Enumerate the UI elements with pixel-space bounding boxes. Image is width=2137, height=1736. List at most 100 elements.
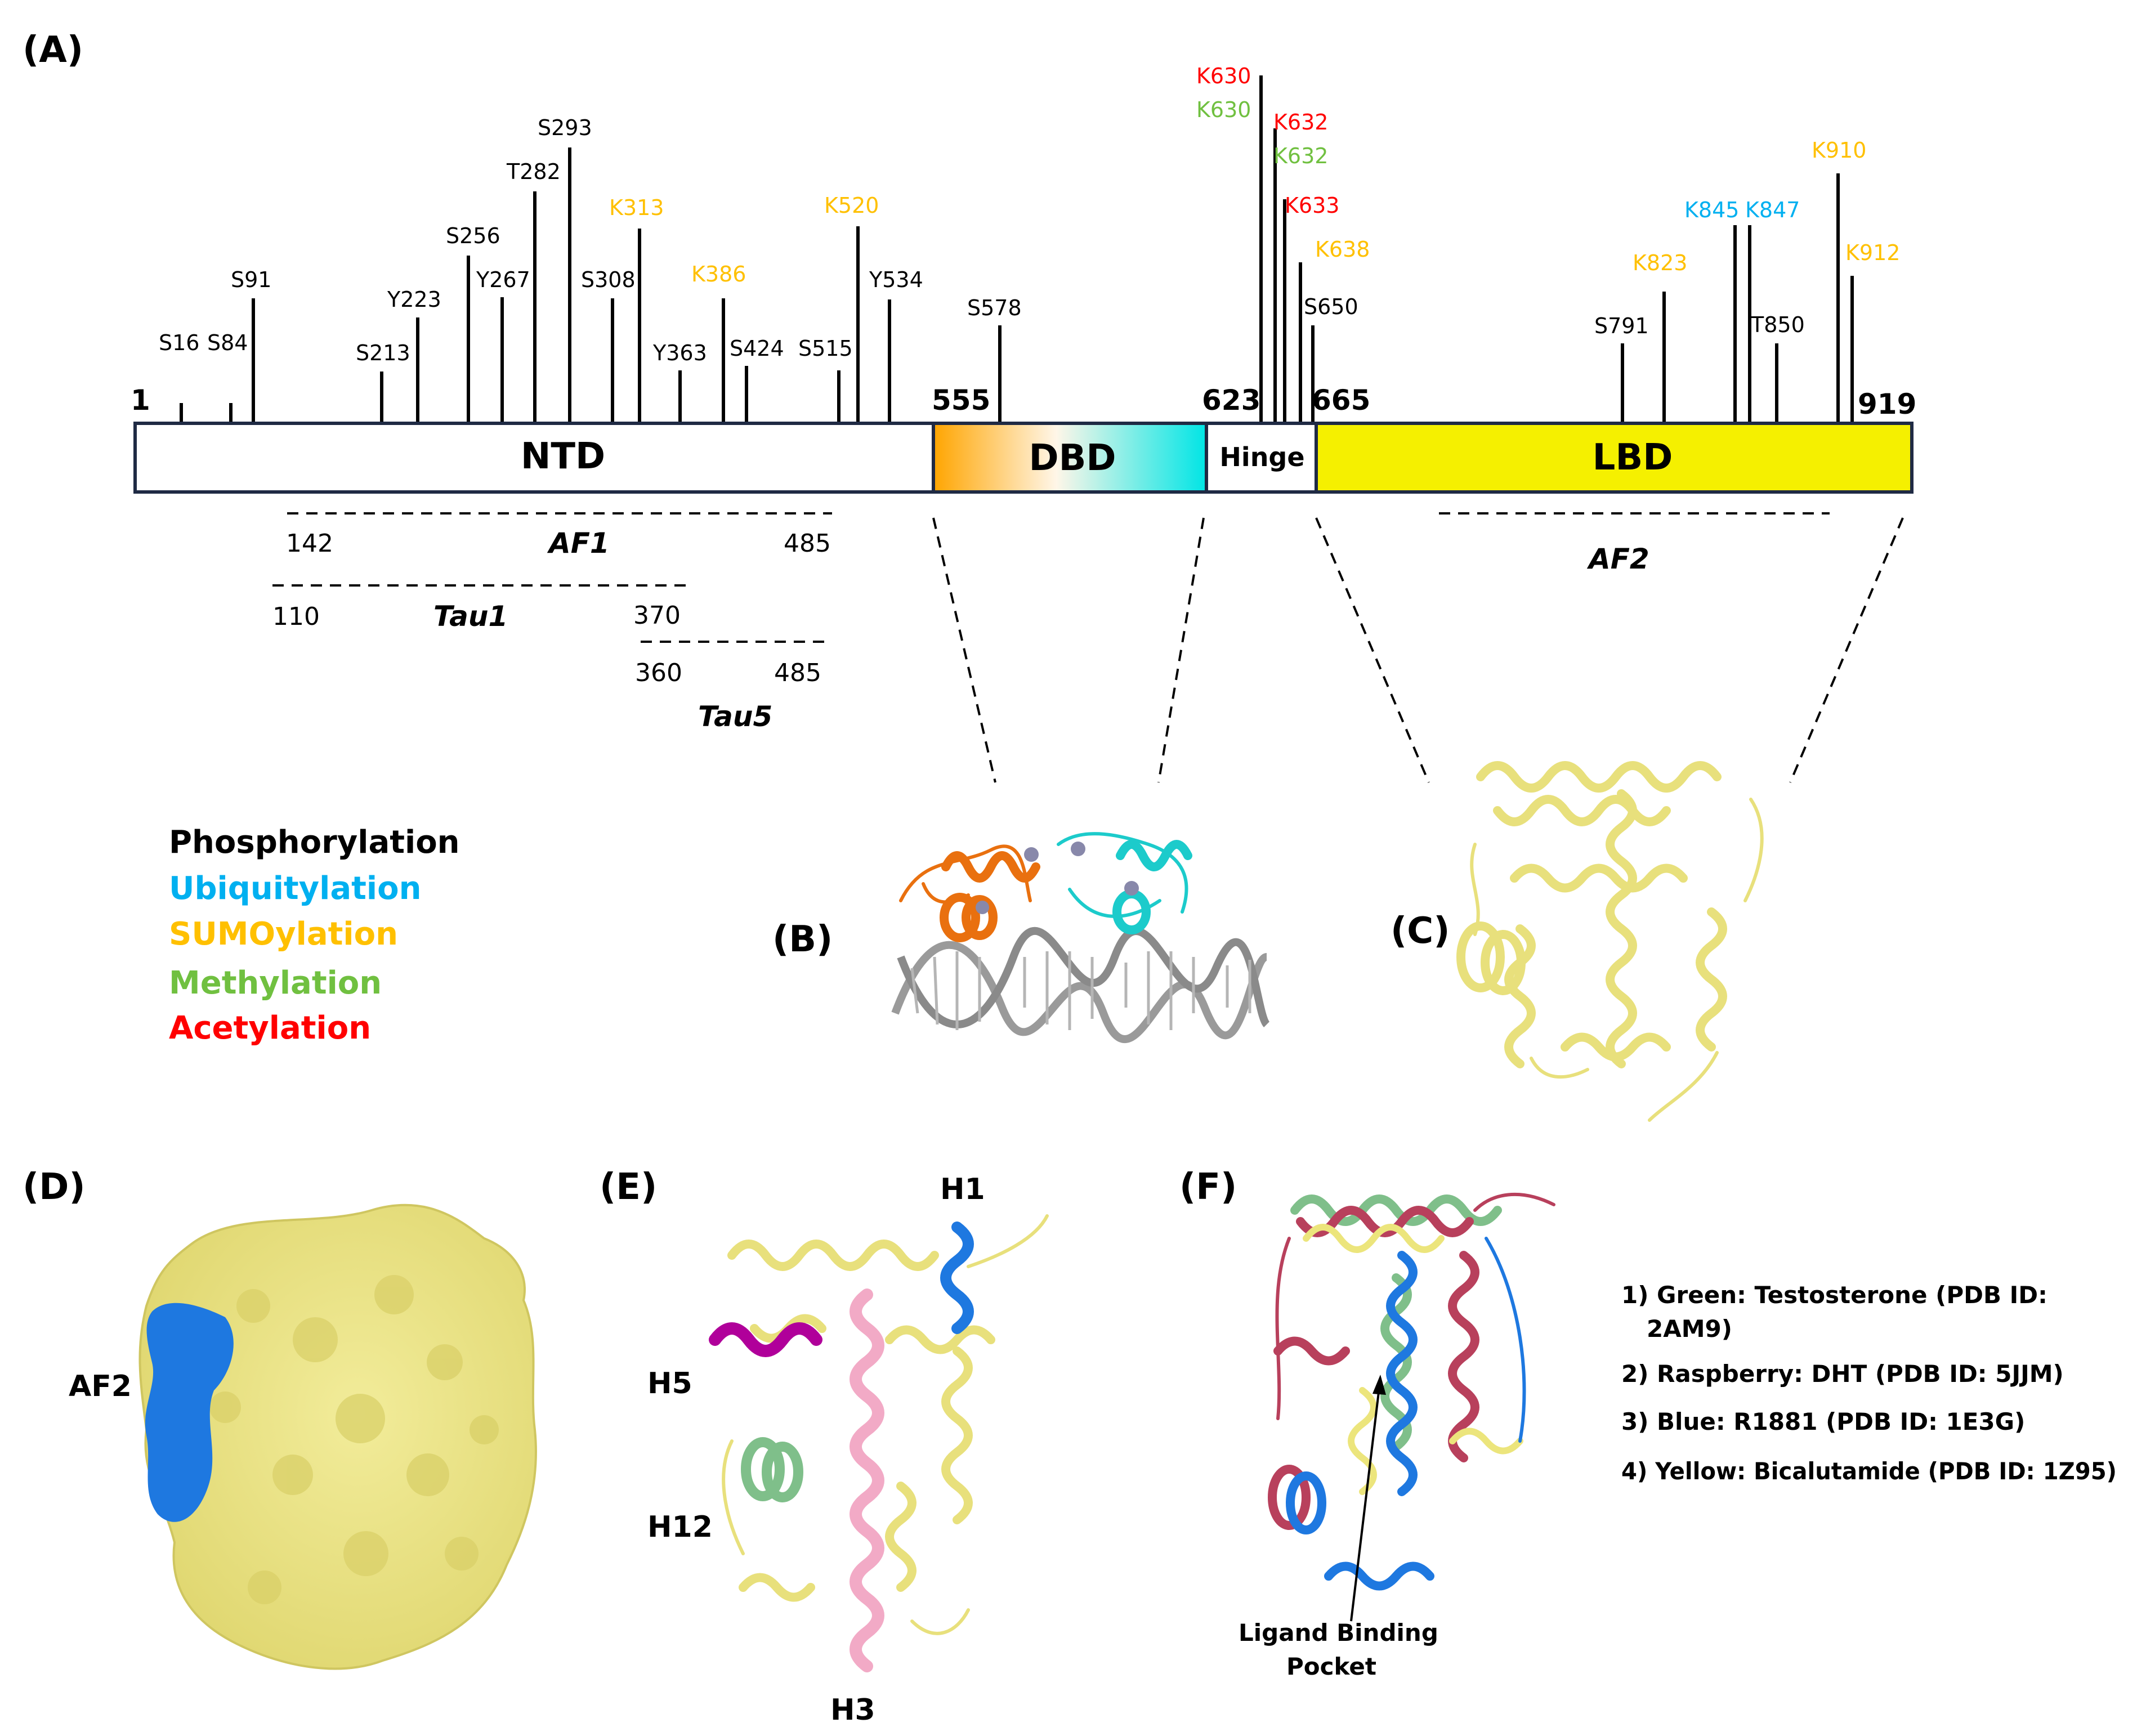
tau1-end: 370 — [633, 601, 681, 630]
site-label-y267-phospho: Y267 — [476, 267, 530, 292]
raspberry-structure — [1268, 1206, 1479, 1530]
structure-list: 1) Green: Testosterone (PDB ID: 2AM9) 2)… — [1621, 1281, 2117, 1485]
tau5-label: Tau5 — [698, 700, 772, 733]
site-label-s515-phospho: S515 — [798, 336, 853, 361]
site-label-s84-phospho: S84 — [207, 330, 248, 355]
panel-d-label: (D) — [23, 1166, 86, 1208]
structure-1-line1: 1) Green: Testosterone (PDB ID: — [1621, 1281, 2047, 1309]
dna-base-pairs — [910, 951, 1251, 1030]
af2-label: AF2 — [1586, 543, 1649, 575]
position-1: 1 — [131, 384, 150, 417]
position-623: 623 — [1202, 384, 1260, 417]
helix-h3-label: H3 — [830, 1693, 875, 1727]
surface-texture — [209, 1275, 499, 1604]
structure-4: 4) Yellow: Bicalutamide (PDB ID: 1Z95) — [1621, 1457, 2117, 1485]
helix-h1 — [940, 1222, 974, 1334]
regions — [272, 512, 1904, 783]
legend-acetylation: Acetylation — [169, 1010, 371, 1046]
pocket-label-line1: Ligand Binding — [1239, 1619, 1438, 1646]
helix-h5 — [709, 1322, 822, 1357]
helix-h1-label: H1 — [940, 1173, 985, 1206]
tau1-start: 110 — [272, 602, 320, 631]
helix-h3 — [850, 1288, 884, 1672]
site-label-k386-sumo: K386 — [691, 262, 746, 287]
blue-structure — [1286, 1251, 1434, 1591]
hinge-label: Hinge — [1219, 442, 1304, 472]
site-label-s424-phospho: S424 — [730, 336, 784, 361]
helix-h12 — [741, 1437, 803, 1502]
legend-methylation: Methylation — [169, 965, 382, 1001]
tau5-start: 360 — [635, 659, 682, 687]
legend-sumoylation: SUMOylation — [169, 916, 398, 952]
site-label-s91-phospho: S91 — [231, 267, 271, 292]
legend: Phosphorylation Ubiquitylation SUMOylati… — [169, 824, 460, 1046]
domain-bar: NTD DBD Hinge LBD — [133, 422, 1914, 494]
panel-a-label: (A) — [23, 29, 83, 71]
dna-strand-1 — [891, 941, 1268, 1043]
site-label-s256-phospho: S256 — [446, 223, 500, 248]
site-label-s308-phospho: S308 — [581, 267, 636, 292]
superposed-structures — [1268, 1192, 1555, 1591]
panel-e-label: (E) — [600, 1166, 657, 1208]
legend-phosphorylation: Phosphorylation — [169, 824, 460, 861]
position-665: 665 — [1312, 384, 1370, 417]
site-label-s791-phospho: S791 — [1594, 314, 1649, 338]
yellow-structure — [1303, 1224, 1523, 1495]
site-label-k520-sumo: K520 — [824, 193, 879, 218]
lbd-domain — [1315, 422, 1914, 494]
lbd-zoom-line-right — [1789, 517, 1904, 783]
structure-3: 3) Blue: R1881 (PDB ID: 1E3G) — [1621, 1408, 2025, 1435]
surface-body — [138, 1203, 537, 1670]
ntd-label: NTD — [521, 436, 605, 477]
site-label-s650-phospho: S650 — [1304, 294, 1358, 319]
structure-1-line2: 2AM9) — [1647, 1315, 1732, 1343]
dbd-label: DBD — [1029, 437, 1116, 479]
lbd-zoom-line-left — [1315, 517, 1430, 783]
site-label-k632-methyl: K632 — [1273, 144, 1328, 168]
panel-c-label: (C) — [1391, 910, 1450, 952]
position-555: 555 — [932, 384, 990, 417]
site-label-s578-phospho: S578 — [967, 296, 1022, 320]
site-label-s16-phospho: S16 — [159, 330, 199, 355]
tau1-label: Tau1 — [433, 600, 508, 633]
lbd-ribbon-structure — [1456, 761, 1764, 1122]
site-label-k633-acetyl: K633 — [1285, 193, 1339, 218]
legend-ubiquitylation: Ubiquitylation — [169, 870, 421, 907]
site-label-y223-phospho: Y223 — [387, 287, 441, 312]
green-structure — [1290, 1194, 1502, 1451]
dbd-monomer-orange — [899, 844, 1040, 942]
af2-surface-patch — [145, 1303, 234, 1522]
lbd-helix-ribbon — [709, 1214, 1049, 1672]
lbd-label: LBD — [1593, 437, 1673, 478]
pocket-label-line2: Pocket — [1286, 1653, 1376, 1680]
site-label-k912-sumo: K912 — [1845, 240, 1900, 265]
af1-label: AF1 — [547, 527, 610, 560]
site-label-k845-ubiq: K845 — [1684, 198, 1739, 222]
site-label-s213-phospho: S213 — [356, 341, 410, 365]
site-label-k910-sumo: K910 — [1812, 138, 1866, 163]
panel-b-label: (B) — [772, 919, 833, 960]
site-label-k823-sumo: K823 — [1633, 250, 1687, 275]
af1-end: 485 — [784, 529, 831, 558]
dbd-zoom-line-left — [932, 517, 996, 783]
site-label-s293-phospho: S293 — [538, 115, 592, 140]
position-919: 919 — [1858, 388, 1916, 420]
site-label-k630-acetyl: K630 — [1196, 64, 1251, 88]
helix-h12-label: H12 — [647, 1510, 713, 1544]
ligand-pocket-arrow — [1350, 1377, 1382, 1622]
site-label-k632-acetyl: K632 — [1273, 110, 1328, 135]
zinc-atoms — [976, 842, 1139, 914]
structure-2: 2) Raspberry: DHT (PDB ID: 5JJM) — [1621, 1360, 2064, 1388]
site-label-y534-phospho: Y534 — [869, 267, 923, 292]
dbd-dna-structure — [891, 832, 1270, 1043]
site-label-k847-ubiq: K847 — [1745, 198, 1800, 222]
af2-surface-label: AF2 — [69, 1370, 132, 1403]
site-label-k638-sumo: K638 — [1315, 237, 1370, 262]
site-label-t282-phospho: T282 — [506, 159, 561, 184]
tau5-end: 485 — [774, 659, 821, 687]
ligand-pocket-arrowhead — [1372, 1375, 1386, 1395]
panel-f-label: (F) — [1179, 1166, 1237, 1208]
dna-strand-2 — [897, 927, 1270, 1028]
